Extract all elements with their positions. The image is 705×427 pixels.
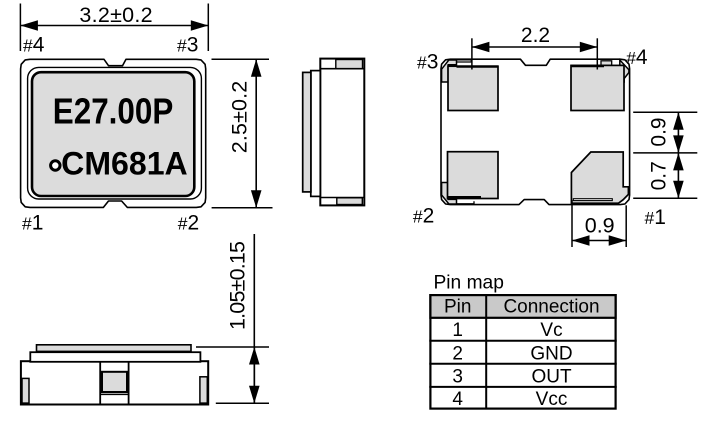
svg-text:2.5±0.2: 2.5±0.2: [228, 81, 252, 154]
svg-text:E27.00P: E27.00P: [53, 90, 174, 131]
svg-text:#4: #4: [626, 46, 648, 69]
svg-text:CM681A: CM681A: [61, 145, 188, 181]
svg-text:0.9: 0.9: [585, 214, 615, 238]
svg-text:Vc: Vc: [540, 320, 562, 341]
svg-text:1: 1: [452, 320, 463, 341]
svg-text:Vcc: Vcc: [536, 389, 568, 410]
svg-text:Pin map: Pin map: [434, 273, 504, 294]
svg-text:1.05±0.15: 1.05±0.15: [225, 241, 249, 330]
svg-text:#1: #1: [645, 206, 666, 229]
svg-text:Connection: Connection: [503, 296, 599, 317]
svg-text:0.9: 0.9: [648, 117, 671, 146]
svg-text:#3: #3: [417, 51, 438, 74]
svg-text:2.2: 2.2: [521, 24, 550, 47]
svg-text:#4: #4: [23, 34, 45, 57]
svg-text:0.7: 0.7: [648, 161, 671, 190]
svg-text:#1: #1: [22, 212, 43, 235]
svg-text:OUT: OUT: [531, 366, 572, 387]
svg-text:3: 3: [452, 366, 463, 387]
svg-text:#2: #2: [178, 212, 199, 235]
svg-text:GND: GND: [530, 343, 572, 364]
svg-text:3.2±0.2: 3.2±0.2: [79, 3, 152, 27]
svg-text:4: 4: [452, 389, 463, 410]
svg-text:#3: #3: [177, 34, 198, 57]
svg-text:Pin: Pin: [444, 296, 471, 317]
svg-text:2: 2: [452, 343, 463, 364]
svg-text:#2: #2: [413, 204, 434, 227]
